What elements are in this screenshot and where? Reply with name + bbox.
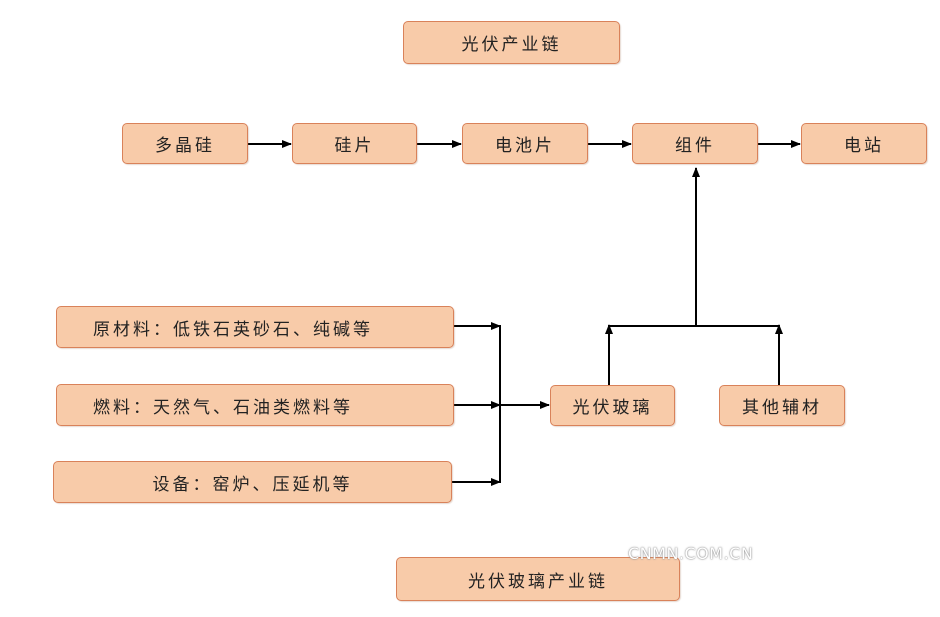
page-title: 光伏产业链	[403, 21, 620, 64]
node-raw-materials: 原材料：低铁石英砂石、纯碱等	[56, 306, 454, 348]
node-wafer: 硅片	[292, 123, 417, 164]
node-station: 电站	[801, 123, 927, 164]
diagram-subtitle: 光伏玻璃产业链	[396, 557, 680, 601]
node-fuel: 燃料：天然气、石油类燃料等	[56, 384, 454, 426]
node-polysilicon: 多晶硅	[122, 123, 248, 164]
node-pv-glass: 光伏玻璃	[550, 385, 675, 426]
node-module: 组件	[632, 123, 758, 164]
node-cell: 电池片	[462, 123, 588, 164]
watermark: CNMN.COM.CN	[628, 544, 754, 563]
node-equipment: 设备：窑炉、压延机等	[53, 461, 452, 503]
node-other-aux: 其他辅材	[719, 385, 845, 426]
